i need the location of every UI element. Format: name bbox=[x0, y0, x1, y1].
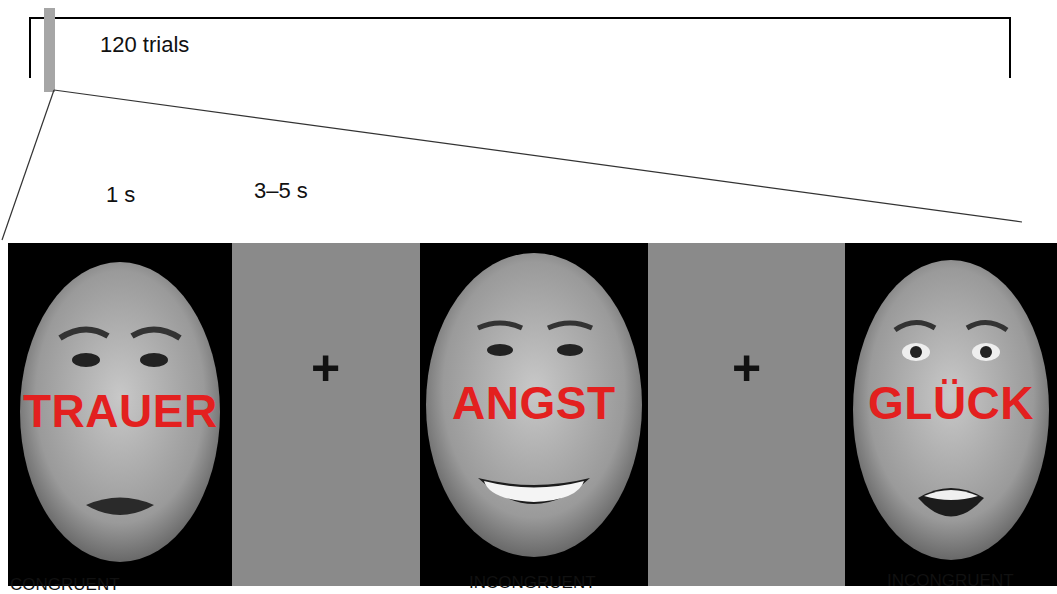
fixation-panel-bg bbox=[232, 243, 420, 586]
zoom-lines bbox=[2, 90, 1022, 240]
face-panel-bg bbox=[845, 243, 1057, 586]
condition-label: CONGRUENT bbox=[10, 576, 120, 593]
emotion-word: TRAUER bbox=[23, 388, 218, 434]
timeline-bracket bbox=[30, 17, 1010, 78]
fixation-cross: + bbox=[232, 243, 420, 586]
face-stimulus: ANGST bbox=[420, 243, 648, 586]
sad-face bbox=[20, 262, 220, 562]
fixation-cross: + bbox=[648, 243, 845, 586]
trial-count: 120 trials bbox=[100, 34, 189, 56]
trial-marker bbox=[44, 8, 55, 92]
fearful-face bbox=[853, 260, 1049, 560]
fixation-panel-bg bbox=[648, 243, 845, 586]
face-stimulus: GLÜCK bbox=[845, 243, 1057, 586]
face-stimulus: TRAUER bbox=[8, 243, 232, 586]
emotion-word: GLÜCK bbox=[868, 380, 1034, 426]
fixation-symbol: + bbox=[311, 343, 340, 393]
duration-label: 3–5 s bbox=[254, 180, 308, 202]
face-panel-bg bbox=[420, 243, 648, 586]
happy-face bbox=[426, 253, 642, 557]
condition-label: INCONGRUENT bbox=[469, 574, 596, 591]
condition-label: INCONGRUENT bbox=[887, 572, 1014, 589]
fixation-symbol: + bbox=[732, 343, 761, 393]
duration-label: 1 s bbox=[106, 184, 135, 206]
face-panel-bg bbox=[8, 243, 232, 586]
emotion-word: ANGST bbox=[452, 380, 616, 426]
